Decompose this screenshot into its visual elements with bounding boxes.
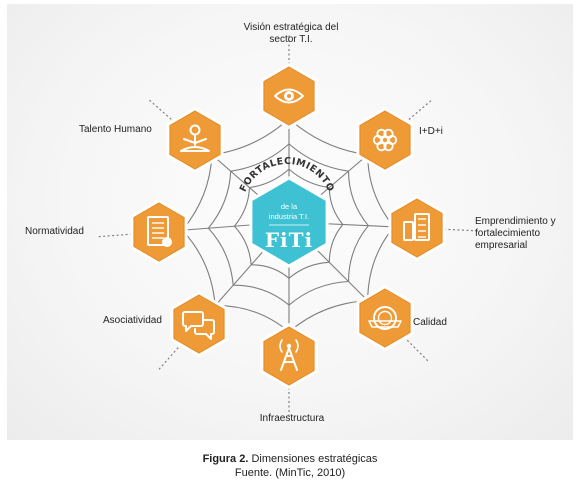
- caption-title-line: Figura 2. Dimensiones estratégicas: [0, 452, 580, 466]
- label-emprendimiento: Emprendimiento y fortalecimiento empresa…: [475, 216, 556, 251]
- label-idi: I+D+i: [419, 126, 443, 137]
- eye-icon: [274, 88, 304, 104]
- center-logo: FiTi: [265, 228, 313, 252]
- node-infraestructura: [260, 323, 318, 389]
- node-calidad: [356, 285, 414, 351]
- label-normatividad: Normatividad: [25, 226, 84, 237]
- center-hub: FORTALECIMIENTO de la industria T.I. FiT…: [238, 156, 336, 268]
- node-hexagon: [359, 288, 411, 348]
- node-hexagon: [133, 202, 185, 262]
- caption-source: Fuente. (MinTic, 2010): [234, 467, 346, 479]
- caption-title: Dimensiones estratégicas: [248, 453, 378, 465]
- node-vision: [260, 63, 318, 129]
- dimension-nodes: [130, 63, 446, 389]
- antenna-tower-icon: [279, 339, 299, 371]
- node-talento: [166, 107, 224, 173]
- node-normatividad: [130, 199, 188, 265]
- node-idi: [356, 107, 414, 173]
- document-seal-icon: [147, 216, 172, 247]
- node-hexagon: [391, 198, 443, 258]
- buildings-icon: [403, 213, 430, 241]
- figure-panel: FORTALECIMIENTO de la industria T.I. FiT…: [7, 4, 573, 440]
- center-line2: industria T.I.: [269, 212, 309, 221]
- node-emprendimiento: [388, 195, 446, 261]
- center-hexagon: [249, 176, 329, 268]
- center-line1: de la: [281, 202, 298, 211]
- chat-bubbles-icon: [182, 311, 215, 340]
- quality-seal-icon: [368, 306, 402, 330]
- strategic-dimensions-diagram: FORTALECIMIENTO de la industria T.I. FiT…: [97, 34, 479, 418]
- label-calidad: Calidad: [413, 317, 447, 328]
- figure-caption: Figura 2. Dimensiones estratégicas Fuent…: [0, 452, 580, 480]
- flower-icon: [372, 128, 398, 152]
- node-asociatividad: [170, 291, 228, 357]
- caption-figure-label: Figura 2.: [202, 453, 249, 465]
- node-hexagon: [359, 110, 411, 170]
- label-vision: Visión estratégica del sector T.I.: [243, 22, 339, 45]
- meditating-person-icon: [180, 124, 210, 152]
- label-talento: Talento Humano: [79, 124, 152, 135]
- label-asociatividad: Asociatividad: [103, 315, 162, 326]
- label-infraestructura: Infraestructura: [259, 413, 325, 424]
